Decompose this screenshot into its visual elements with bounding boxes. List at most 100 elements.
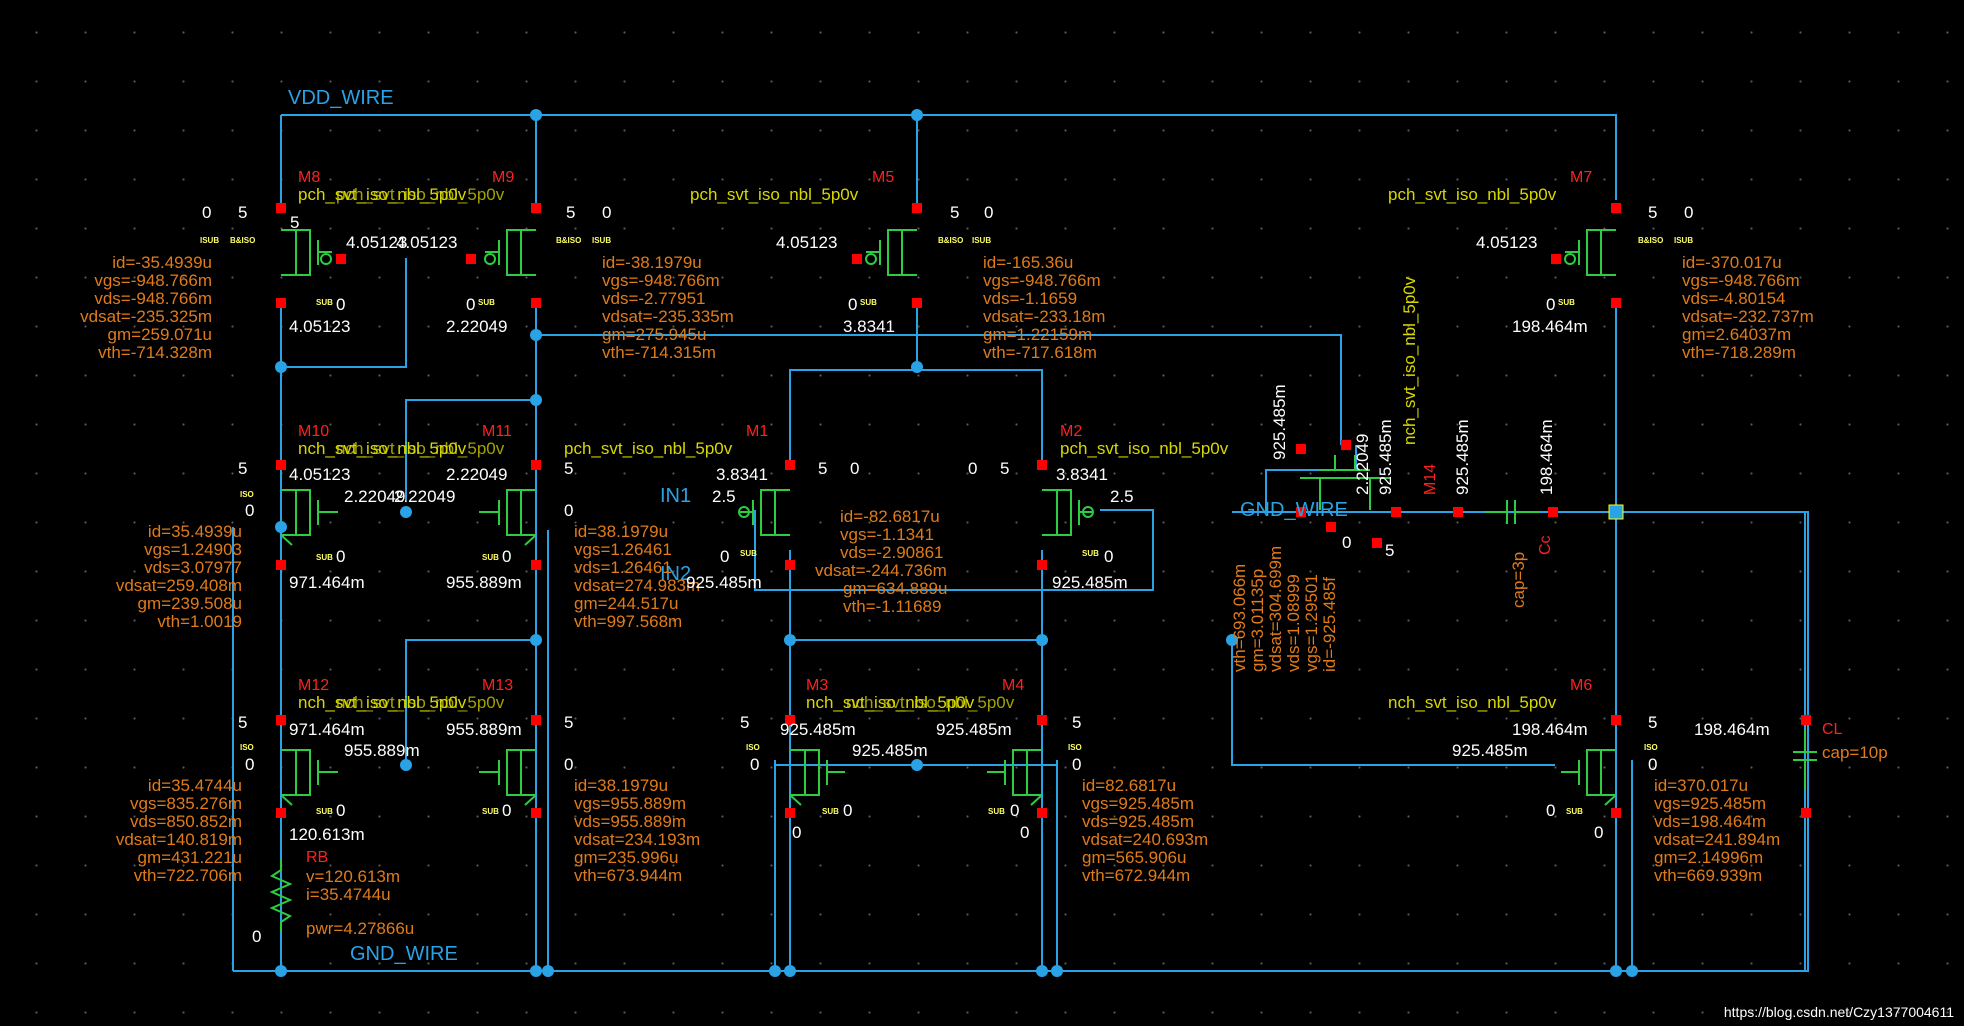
junction[interactable] [1226, 634, 1238, 646]
pin[interactable] [1341, 440, 1351, 450]
junction[interactable] [1036, 965, 1048, 977]
rb-symbol[interactable] [269, 860, 293, 932]
svg-text:vgs=-1.1341: vgs=-1.1341 [840, 525, 934, 544]
pin[interactable] [1391, 507, 1401, 517]
m10-symbol[interactable] [280, 489, 338, 546]
m11-symbol[interactable] [479, 489, 537, 546]
svg-text:5: 5 [740, 713, 749, 732]
pin[interactable] [1037, 560, 1047, 570]
junction[interactable] [1036, 634, 1048, 646]
cc-symbol[interactable] [1485, 500, 1540, 524]
m14-symbol[interactable] [1300, 455, 1390, 510]
op-m14: id=-925.485f vgs=1.29501 vds=1.08999 vds… [1230, 546, 1339, 672]
pin[interactable] [1296, 507, 1306, 517]
m9-symbol[interactable] [484, 229, 536, 276]
pin[interactable] [1801, 808, 1811, 818]
cl-symbol[interactable] [1793, 730, 1817, 790]
m5-symbol[interactable] [865, 229, 917, 276]
m4-symbol[interactable] [987, 749, 1043, 806]
pin[interactable] [276, 560, 286, 570]
pin[interactable] [852, 254, 862, 264]
vdd-wire[interactable] [281, 114, 1617, 200]
inst-cc: Cc [1537, 535, 1554, 555]
svg-text:gm=2.14996m: gm=2.14996m [1654, 848, 1763, 867]
junction[interactable] [911, 109, 923, 121]
pin[interactable] [531, 715, 541, 725]
model-m11: nch_svt_iso_nbl_5p0v [336, 439, 505, 458]
junction[interactable] [530, 394, 542, 406]
output-node-marker[interactable] [1608, 504, 1624, 520]
pin[interactable] [1037, 808, 1047, 818]
pin[interactable] [785, 808, 795, 818]
pin[interactable] [1453, 507, 1463, 517]
m2-symbol[interactable] [1042, 489, 1094, 536]
pin[interactable] [276, 808, 286, 818]
svg-text:925.485m: 925.485m [780, 720, 856, 739]
junction[interactable] [911, 759, 923, 771]
pin[interactable] [336, 254, 346, 264]
junction[interactable] [530, 965, 542, 977]
svg-text:955.889m: 955.889m [344, 741, 420, 760]
junction[interactable] [911, 361, 923, 373]
junction[interactable] [784, 965, 796, 977]
junction[interactable] [1051, 965, 1063, 977]
junction[interactable] [530, 634, 542, 646]
in1-label: IN1 [660, 485, 691, 507]
pin[interactable] [531, 460, 541, 470]
m8-symbol[interactable] [281, 229, 332, 276]
pin[interactable] [912, 298, 922, 308]
junction[interactable] [275, 521, 287, 533]
pin[interactable] [531, 298, 541, 308]
pin[interactable] [1611, 808, 1621, 818]
pin[interactable] [276, 203, 286, 213]
pin[interactable] [531, 808, 541, 818]
pin[interactable] [1611, 715, 1621, 725]
pin[interactable] [1372, 538, 1382, 548]
pin[interactable] [1296, 444, 1306, 454]
junction[interactable] [530, 329, 542, 341]
pin[interactable] [276, 715, 286, 725]
pin[interactable] [276, 298, 286, 308]
pin[interactable] [1611, 203, 1621, 213]
pin[interactable] [785, 560, 795, 570]
pin[interactable] [1801, 715, 1811, 725]
pin[interactable] [531, 560, 541, 570]
pin[interactable] [785, 460, 795, 470]
pin[interactable] [912, 203, 922, 213]
model-names: pch_svt_iso_nbl_5p0v pch_svt_iso_nbl_5p0… [298, 185, 1557, 712]
junction[interactable] [275, 361, 287, 373]
pin[interactable] [531, 203, 541, 213]
m1-symbol[interactable] [738, 489, 790, 536]
junction[interactable] [769, 965, 781, 977]
junction[interactable] [530, 109, 542, 121]
device-symbols [269, 229, 1817, 932]
junction[interactable] [1626, 965, 1638, 977]
m3-symbol[interactable] [789, 749, 845, 806]
m6-symbol[interactable] [1561, 749, 1617, 806]
pin[interactable] [466, 254, 476, 264]
junction[interactable] [275, 965, 287, 977]
svg-text:0: 0 [466, 295, 475, 314]
m7-symbol[interactable] [1564, 229, 1616, 276]
pin[interactable] [1551, 254, 1561, 264]
svg-text:0: 0 [245, 501, 254, 520]
junction[interactable] [1610, 965, 1622, 977]
svg-text:971.464m: 971.464m [289, 573, 365, 592]
svg-text:5: 5 [564, 459, 573, 478]
junction[interactable] [400, 506, 412, 518]
m12-symbol[interactable] [280, 749, 338, 806]
junction[interactable] [400, 759, 412, 771]
pin[interactable] [276, 460, 286, 470]
pin[interactable] [1548, 507, 1558, 517]
pin[interactable] [1037, 460, 1047, 470]
pin[interactable] [1611, 298, 1621, 308]
svg-text:0: 0 [850, 459, 859, 478]
junction[interactable] [784, 634, 796, 646]
pin[interactable] [785, 715, 795, 725]
pin[interactable] [1326, 522, 1336, 532]
m13-symbol[interactable] [479, 749, 537, 806]
junction[interactable] [542, 965, 554, 977]
pin[interactable] [1037, 715, 1047, 725]
svg-text:vth=-717.618m: vth=-717.618m [983, 343, 1097, 362]
